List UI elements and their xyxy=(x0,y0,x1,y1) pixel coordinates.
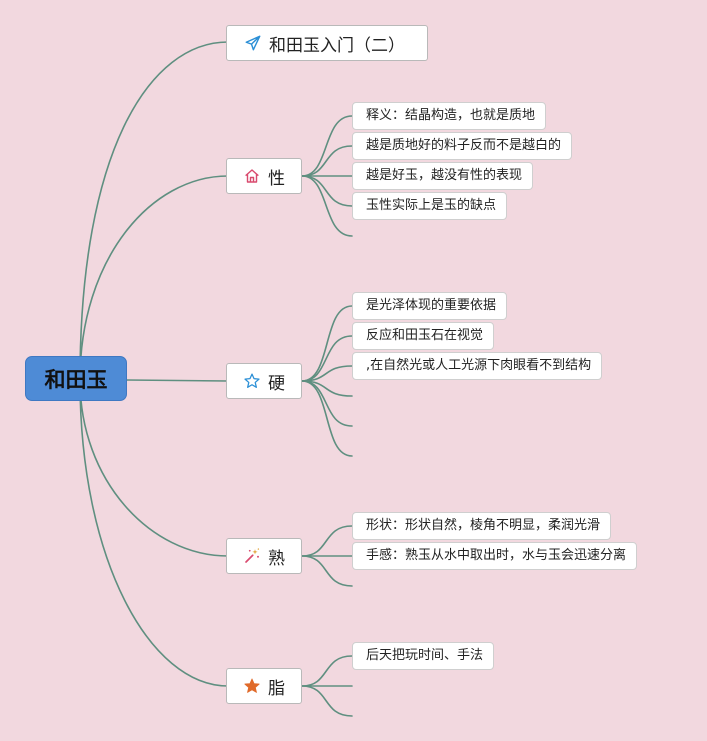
leaf-node[interactable]: 是光泽体现的重要依据 xyxy=(352,292,508,320)
connector-shu-1 xyxy=(301,525,353,557)
connector-ying-6 xyxy=(301,380,353,457)
connector-ying-1 xyxy=(301,305,353,382)
connector-root-shu xyxy=(79,379,229,557)
branch-node-xing[interactable]: 性 xyxy=(226,158,302,194)
root-node[interactable]: 和田玉 xyxy=(25,356,127,401)
title-label: 和田玉入门（二） xyxy=(269,35,405,56)
connector-ying-2 xyxy=(301,335,353,382)
leaf-node[interactable]: 手感：熟玉从水中取出时，水与玉会迅速分离 xyxy=(352,542,638,570)
connector-xing-1 xyxy=(301,115,353,177)
branch-node-ying[interactable]: 硬 xyxy=(226,363,302,399)
branch-label-shu: 熟 xyxy=(268,548,285,569)
connector-xing-2 xyxy=(301,145,353,177)
connector-zhi-3 xyxy=(301,685,353,717)
branch-label-zhi: 脂 xyxy=(268,678,285,699)
connector-zhi-1 xyxy=(301,655,353,687)
leaf-node[interactable]: 形状：形状自然，棱角不明显，柔润光滑 xyxy=(352,512,612,540)
connector-root-zhi xyxy=(79,379,229,687)
connector-root-title xyxy=(79,41,229,381)
leaf-node[interactable]: 玉性实际上是玉的缺点 xyxy=(352,192,508,220)
branch-label-xing: 性 xyxy=(268,168,285,189)
branch-label-ying: 硬 xyxy=(268,373,285,394)
connector-xing-4 xyxy=(301,175,353,207)
title-node[interactable]: 和田玉入门（二） xyxy=(226,25,428,61)
leaf-node[interactable]: 越是质地好的料子反而不是越白的 xyxy=(352,132,573,160)
leaf-node[interactable]: 越是好玉，越没有性的表现 xyxy=(352,162,534,190)
leaf-node[interactable]: 后天把玩时间、手法 xyxy=(352,642,495,670)
connector-xing-5 xyxy=(301,175,353,237)
branch-node-zhi[interactable]: 脂 xyxy=(226,668,302,704)
leaf-node[interactable]: ,在自然光或人工光源下肉眼看不到结构 xyxy=(352,352,603,380)
star-outline-icon xyxy=(243,372,261,390)
home-icon xyxy=(243,167,261,185)
paper-plane-icon xyxy=(244,34,262,52)
leaf-node[interactable]: 释义：结晶构造，也就是质地 xyxy=(352,102,547,130)
magic-wand-icon xyxy=(243,547,261,565)
leaf-node[interactable]: 反应和田玉石在视觉 xyxy=(352,322,495,350)
connector-root-xing xyxy=(79,175,229,381)
star-filled-icon xyxy=(243,677,261,695)
connector-shu-3 xyxy=(301,555,353,587)
connector-root-ying xyxy=(125,379,229,382)
root-label: 和田玉 xyxy=(44,367,108,392)
branch-node-shu[interactable]: 熟 xyxy=(226,538,302,574)
